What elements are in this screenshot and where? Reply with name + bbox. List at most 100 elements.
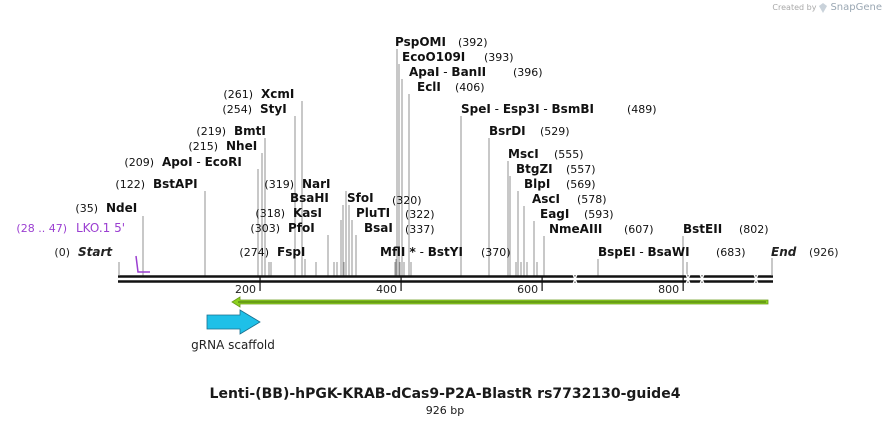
enzyme-name[interactable]: SfoI <box>347 191 374 205</box>
primer-pos: (28 .. 47) <box>16 222 67 235</box>
enzyme-name[interactable]: BmtI <box>234 124 266 138</box>
feature-label: gRNA scaffold <box>191 338 275 352</box>
site-position: (593) <box>584 208 614 221</box>
enzyme-name[interactable]: NmeAIII <box>549 222 602 236</box>
site-enzyme-names[interactable]: BsaI <box>364 221 393 235</box>
enzyme-name[interactable]: NdeI <box>106 201 137 215</box>
enzyme-name[interactable]: EcoO109I <box>402 50 465 64</box>
restriction-sites: (35)NdeI(122)BstAPI(209)ApoI - EcoRI(215… <box>75 35 768 259</box>
enzyme-name[interactable]: Esp3I <box>503 102 540 116</box>
site-position: (569) <box>566 178 596 191</box>
site-enzyme-names[interactable]: KasI <box>293 206 322 220</box>
site-enzyme-names[interactable]: EclI <box>417 80 441 94</box>
enzyme-name[interactable]: StyI <box>260 102 287 116</box>
primer-lko1[interactable]: (28 .. 47) LKO.1 5' <box>16 221 150 273</box>
site-position: (406) <box>455 81 485 94</box>
enzyme-separator: - <box>636 245 648 259</box>
site-enzyme-names[interactable]: EcoO109I <box>402 50 465 64</box>
map-ends: (0) Start End (926) <box>54 245 839 276</box>
enzyme-name[interactable]: BstYI <box>428 245 463 259</box>
enzyme-name[interactable]: EclI <box>417 80 441 94</box>
enzyme-name[interactable]: ApoI <box>162 155 193 169</box>
site-enzyme-names[interactable]: BspEI - BsaWI <box>598 245 690 259</box>
site-enzyme-names[interactable]: BsaHI <box>290 191 329 205</box>
orf-arrow[interactable] <box>231 296 769 308</box>
enzyme-name[interactable]: BanII <box>451 65 486 79</box>
site-enzyme-names[interactable]: ApaI - BanII <box>409 65 486 79</box>
snapgene-logo-icon <box>819 2 828 13</box>
enzyme-name[interactable]: KasI <box>293 206 322 220</box>
site-position: (318) <box>255 207 285 220</box>
enzyme-name[interactable]: BstEII <box>683 222 722 236</box>
enzyme-name[interactable]: MflI * <box>380 245 416 259</box>
enzyme-name[interactable]: PfoI <box>288 221 315 235</box>
enzyme-name[interactable]: ApaI <box>409 65 439 79</box>
enzyme-name[interactable]: PspOMI <box>395 35 446 49</box>
site-enzyme-names[interactable]: BstEII <box>683 222 722 236</box>
enzyme-separator: - <box>439 65 451 79</box>
site-position: (607) <box>624 223 654 236</box>
enzyme-name[interactable]: BsaHI <box>290 191 329 205</box>
map-title: Lenti-(BB)-hPGK-KRAB-dCas9-P2A-BlastR rs… <box>209 386 681 402</box>
enzyme-name[interactable]: BsaWI <box>648 245 690 259</box>
enzyme-name[interactable]: BsrDI <box>489 124 526 138</box>
site-enzyme-names[interactable]: BtgZI <box>516 162 553 176</box>
site-position: (529) <box>540 125 570 138</box>
site-position: (303) <box>250 222 280 235</box>
map-length: 926 bp <box>425 404 465 417</box>
site-enzyme-names[interactable]: MscI <box>508 147 539 161</box>
enzyme-name[interactable]: SpeI <box>461 102 491 116</box>
ruler-tick-label: 400 <box>376 283 397 296</box>
end-label: End <box>771 245 797 259</box>
site-enzyme-names[interactable]: PspOMI <box>395 35 446 49</box>
site-enzyme-names[interactable]: PluTI <box>356 206 390 220</box>
site-enzyme-names[interactable]: BlpI <box>524 177 550 191</box>
enzyme-name[interactable]: BsaI <box>364 221 393 235</box>
enzyme-name[interactable]: BtgZI <box>516 162 553 176</box>
enzyme-name[interactable]: FspI <box>277 245 305 259</box>
enzyme-name[interactable]: NheI <box>226 139 257 153</box>
enzyme-name[interactable]: XcmI <box>261 87 294 101</box>
site-enzyme-names[interactable]: BsrDI <box>489 124 526 138</box>
feature-grna-scaffold[interactable]: gRNA scaffold <box>191 309 275 352</box>
enzyme-name[interactable]: NarI <box>302 177 331 191</box>
enzyme-name[interactable]: BlpI <box>524 177 550 191</box>
start-label: Start <box>78 245 113 259</box>
site-position: (557) <box>566 163 596 176</box>
enzyme-name[interactable]: AscI <box>532 192 560 206</box>
site-enzyme-names[interactable]: FspI <box>277 245 305 259</box>
enzyme-name[interactable]: MscI <box>508 147 539 161</box>
site-enzyme-names[interactable]: StyI <box>260 102 287 116</box>
site-enzyme-names[interactable]: SpeI - Esp3I - BsmBI <box>461 102 594 116</box>
end-pos: (926) <box>809 246 839 259</box>
enzyme-name[interactable]: BspEI <box>598 245 636 259</box>
site-enzyme-names[interactable]: NarI <box>302 177 331 191</box>
site-enzyme-names[interactable]: AscI <box>532 192 560 206</box>
ruler-tick-label: 200 <box>235 283 256 296</box>
site-position: (396) <box>513 66 543 79</box>
site-enzyme-names[interactable]: NmeAIII <box>549 222 602 236</box>
enzyme-separator: - <box>416 245 428 259</box>
site-position: (337) <box>405 223 435 236</box>
site-enzyme-names[interactable]: BmtI <box>234 124 266 138</box>
credit-brand: SnapGene <box>830 2 882 13</box>
site-enzyme-names[interactable]: BstAPI <box>153 177 198 191</box>
dna-backbone <box>118 275 773 283</box>
enzyme-name[interactable]: PluTI <box>356 206 390 220</box>
enzyme-name[interactable]: BsmBI <box>552 102 594 116</box>
site-enzyme-names[interactable]: PfoI <box>288 221 315 235</box>
enzyme-name[interactable]: BstAPI <box>153 177 198 191</box>
site-enzyme-names[interactable]: EagI <box>540 207 569 221</box>
site-enzyme-names[interactable]: XcmI <box>261 87 294 101</box>
site-enzyme-names[interactable]: NdeI <box>106 201 137 215</box>
site-enzyme-names[interactable]: NheI <box>226 139 257 153</box>
site-enzyme-names[interactable]: SfoI <box>347 191 374 205</box>
site-enzyme-names[interactable]: ApoI - EcoRI <box>162 155 242 169</box>
enzyme-name[interactable]: EcoRI <box>205 155 242 169</box>
ruler-tick-label: 800 <box>658 283 679 296</box>
site-position: (370) <box>481 246 511 259</box>
enzyme-name[interactable]: EagI <box>540 207 569 221</box>
site-enzyme-names[interactable]: MflI * - BstYI <box>380 245 463 259</box>
enzyme-separator: - <box>540 102 552 116</box>
